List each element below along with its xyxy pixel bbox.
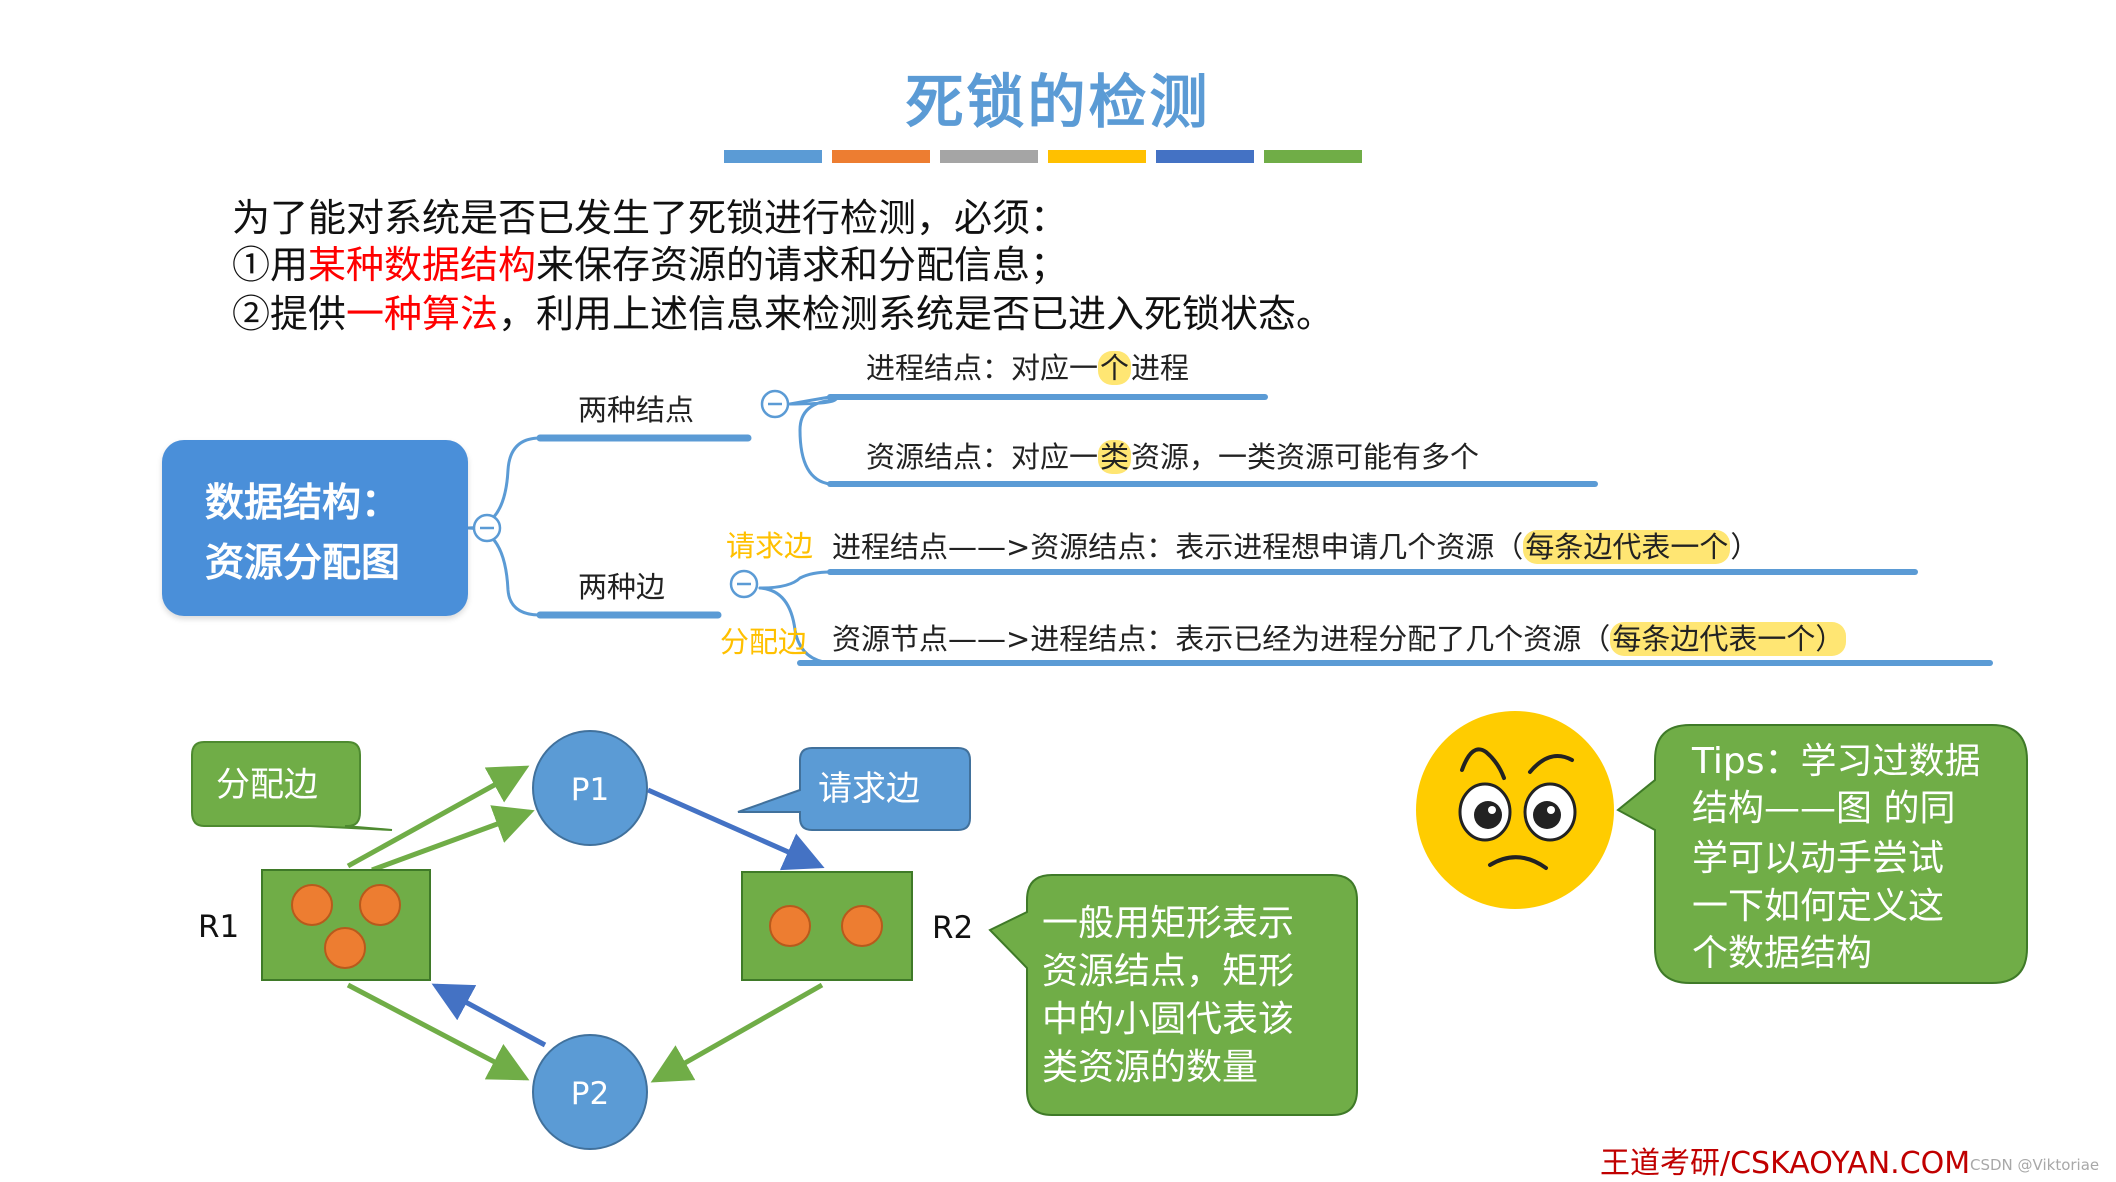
text-segment: 资源，一类资源可能有多个 — [1131, 440, 1480, 474]
process-node-p2: P2 — [532, 1034, 648, 1150]
allocation-edge-r1-p2 — [346, 982, 530, 1081]
worried-face-icon — [1416, 711, 1614, 909]
root-line-1: 数据结构： — [205, 481, 401, 526]
allocation-edge-r2-p2 — [650, 982, 824, 1083]
watermark: CSDN @Viktoriae — [1970, 1156, 2100, 1174]
allocation-edge-r1-p1 — [346, 765, 530, 869]
footer-brand: 王道考研/CSKAOYAN.COM — [1600, 1146, 1971, 1181]
note-line: 中的小圆代表该 — [1042, 999, 1294, 1040]
request-edge-p2-r1 — [431, 983, 547, 1048]
text-segment: 进程结点——>资源结点：表示进程想申请几个资源（ — [832, 530, 1524, 564]
process-label-p2: P2 — [571, 1076, 609, 1112]
color-bar-segment — [1156, 150, 1254, 163]
color-bar-segment — [832, 150, 930, 163]
resource-instance — [291, 884, 333, 926]
tips-line: 结构——图 的同 — [1692, 788, 1955, 829]
intro-line-2: ①用某种数据结构来保存资源的请求和分配信息； — [232, 234, 1068, 289]
allocation-edge-tag: 分配边 — [720, 625, 808, 659]
highlight-text: 每条边代表一个） — [1610, 622, 1847, 656]
highlight-red-text: 某种数据结构 — [308, 243, 537, 287]
resource-instance — [324, 927, 366, 969]
highlight-text: 每条边代表一个 — [1523, 530, 1731, 564]
resource-instance — [359, 884, 401, 926]
intro-text: 来保存资源的请求和分配信息； — [536, 243, 1069, 287]
resource-instance — [769, 905, 811, 947]
branch-label-nodes: 两种结点 — [578, 393, 695, 427]
allocation-edge-callout-label: 分配边 — [216, 765, 318, 805]
request-edge-callout: 请求边 — [737, 747, 971, 831]
request-edge-callout-label: 请求边 — [818, 769, 920, 809]
request-edge-tag: 请求边 — [726, 529, 814, 563]
resource-instance — [841, 905, 883, 947]
rectangle-note-callout: 一般用矩形表示 资源结点，矩形 中的小圆代表该 类资源的数量 — [988, 874, 1358, 1116]
tips-line: Tips：学习过数据 — [1691, 741, 1981, 782]
resource-node-description: 资源结点：对应一类资源，一类资源可能有多个 — [866, 434, 1479, 476]
intro-line-3: ②提供一种算法，利用上述信息来检测系统是否已进入死锁状态。 — [232, 283, 1334, 338]
highlight-red-text: 一种算法 — [346, 292, 499, 336]
root-line-2: 资源分配图 — [205, 541, 401, 586]
tips-line: 一下如何定义这 — [1692, 886, 1944, 927]
intro-text: ，利用上述信息来检测系统是否已进入死锁状态。 — [498, 292, 1335, 336]
color-bar-segment — [1048, 150, 1146, 163]
text-segment: 资源结点：对应一 — [866, 440, 1099, 474]
note-line: 资源结点，矩形 — [1042, 951, 1294, 992]
allocation-edge-description: 资源节点——>进程结点：表示已经为进程分配了几个资源（每条边代表一个） — [832, 616, 1847, 658]
allocation-edge-callout: 分配边 — [191, 741, 393, 831]
request-edge-p1-r2 — [646, 787, 825, 871]
highlight-text: 类 — [1098, 440, 1132, 474]
process-node-p1: P1 — [532, 730, 648, 846]
text-segment: 进程结点：对应一 — [866, 351, 1099, 385]
resource-node-r1 — [261, 869, 431, 981]
color-bar-segment — [940, 150, 1038, 163]
allocation-edge-r1-p1 — [371, 805, 535, 873]
intro-text: ①用 — [232, 243, 309, 287]
process-label-p1: P1 — [571, 772, 609, 808]
note-line: 一般用矩形表示 — [1042, 903, 1294, 944]
process-node-description: 进程结点：对应一个进程 — [866, 345, 1189, 387]
page-title: 死锁的检测 — [905, 68, 1211, 136]
tips-line: 学可以动手尝试 — [1692, 838, 1944, 879]
note-line: 类资源的数量 — [1042, 1047, 1258, 1088]
mindmap-root-node[interactable] — [162, 440, 468, 616]
color-bar-segment — [724, 150, 822, 163]
highlight-text: 个 — [1098, 351, 1132, 385]
text-segment: 资源节点——>进程结点：表示已经为进程分配了几个资源（ — [832, 622, 1611, 656]
tips-line: 个数据结构 — [1692, 933, 1872, 974]
intro-line-1: 为了能对系统是否已发生了死锁进行检测，必须： — [232, 196, 1069, 240]
branch-label-edges: 两种边 — [578, 570, 666, 604]
intro-text: ②提供 — [232, 292, 347, 336]
resource-node-r2 — [741, 871, 913, 981]
text-segment: 进程 — [1131, 351, 1190, 385]
color-bar-segment — [1264, 150, 1362, 163]
resource-label-r1: R1 — [198, 909, 239, 945]
text-segment: ） — [1730, 530, 1760, 564]
mindmap-root-label: 数据结构： 资源分配图 — [205, 474, 400, 594]
resource-label-r2: R2 — [932, 910, 973, 946]
request-edge-description: 进程结点——>资源结点：表示进程想申请几个资源（每条边代表一个） — [832, 524, 1759, 566]
tips-callout: Tips：学习过数据 结构——图 的同 学可以动手尝试 一下如何定义这 个数据结… — [1616, 724, 2028, 984]
